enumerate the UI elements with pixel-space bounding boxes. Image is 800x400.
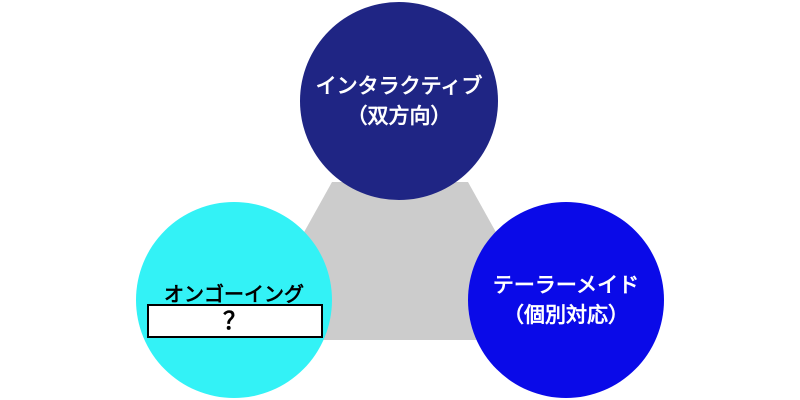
tailormade-label: テーラーメイド (492, 272, 640, 297)
question-mark: ？ (223, 306, 247, 335)
interactive-circle: インタラクティブ （双方向） (300, 2, 498, 200)
unknown-answer-box: ？ (147, 304, 323, 338)
ongoing-circle: オンゴーイング ？ (136, 202, 332, 398)
tailormade-sublabel: （個別対応） (503, 303, 629, 327)
ongoing-label: オンゴーイング (164, 282, 304, 306)
interactive-label: インタラクティブ (315, 73, 483, 98)
interactive-sublabel: （双方向） (346, 104, 452, 128)
tailormade-circle: テーラーメイド （個別対応） (468, 202, 664, 398)
